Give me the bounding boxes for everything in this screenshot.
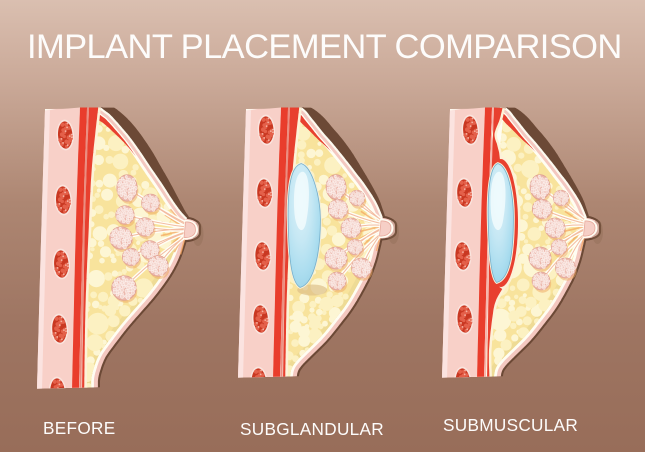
svg-text:SUBMUSCULAR: SUBMUSCULAR [443, 415, 578, 435]
svg-text:IMPLANT PLACEMENT COMPARISON: IMPLANT PLACEMENT COMPARISON [27, 28, 622, 66]
svg-text:SUBGLANDULAR: SUBGLANDULAR [240, 419, 384, 439]
svg-text:BEFORE: BEFORE [43, 418, 115, 438]
